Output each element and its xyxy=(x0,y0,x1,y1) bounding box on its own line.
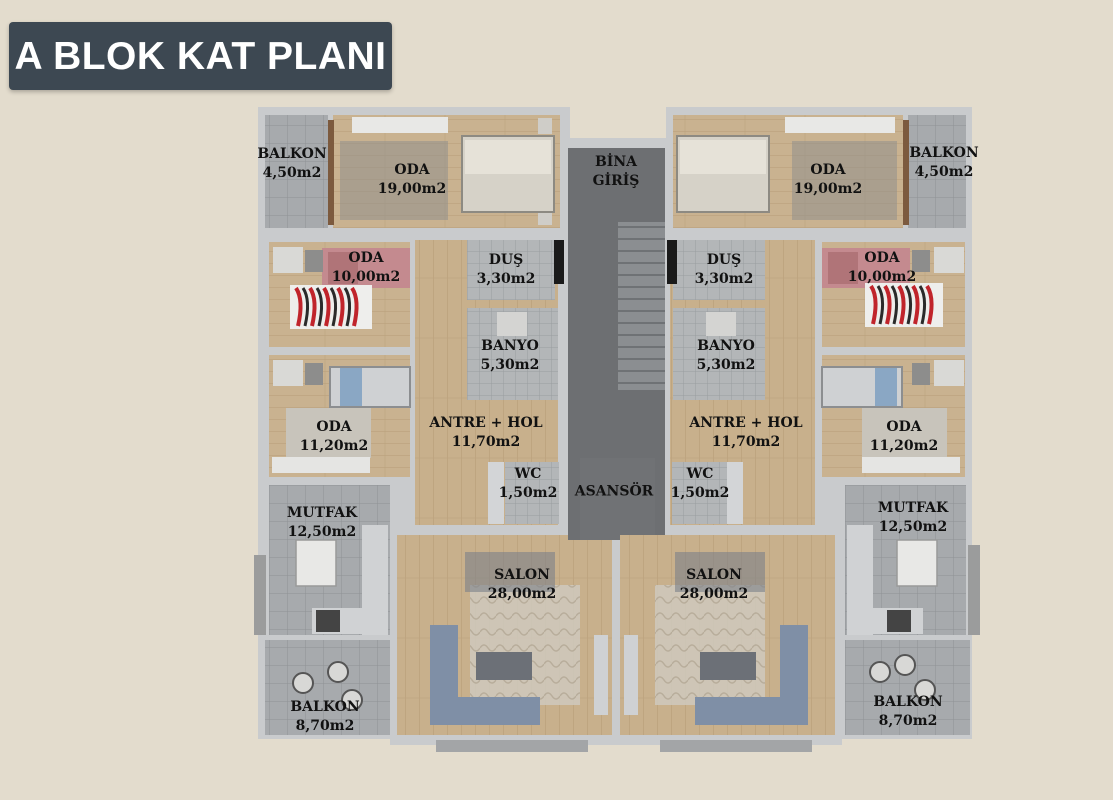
plan-title: A BLOK KAT PLANI xyxy=(14,35,387,78)
dus-l-floor xyxy=(467,240,555,300)
left-apartment xyxy=(254,115,612,735)
kitchen-table-l xyxy=(295,539,337,587)
balkon-bl-floor xyxy=(265,640,390,735)
label-asansor: ASANSÖR xyxy=(574,483,654,500)
wc-l-floor xyxy=(505,462,559,524)
dus-r-floor xyxy=(673,240,765,300)
coffee-table-l xyxy=(476,652,532,680)
plan-title-box: A BLOK KAT PLANI xyxy=(9,22,392,90)
balkon-tl-floor xyxy=(265,115,328,228)
wc-r-floor xyxy=(672,462,727,524)
balkon-tr-floor xyxy=(908,115,966,228)
right-apartment xyxy=(620,115,980,735)
elevator xyxy=(580,458,655,540)
center-core xyxy=(568,148,665,540)
stairs xyxy=(618,222,665,390)
dining-table-l xyxy=(465,552,555,592)
